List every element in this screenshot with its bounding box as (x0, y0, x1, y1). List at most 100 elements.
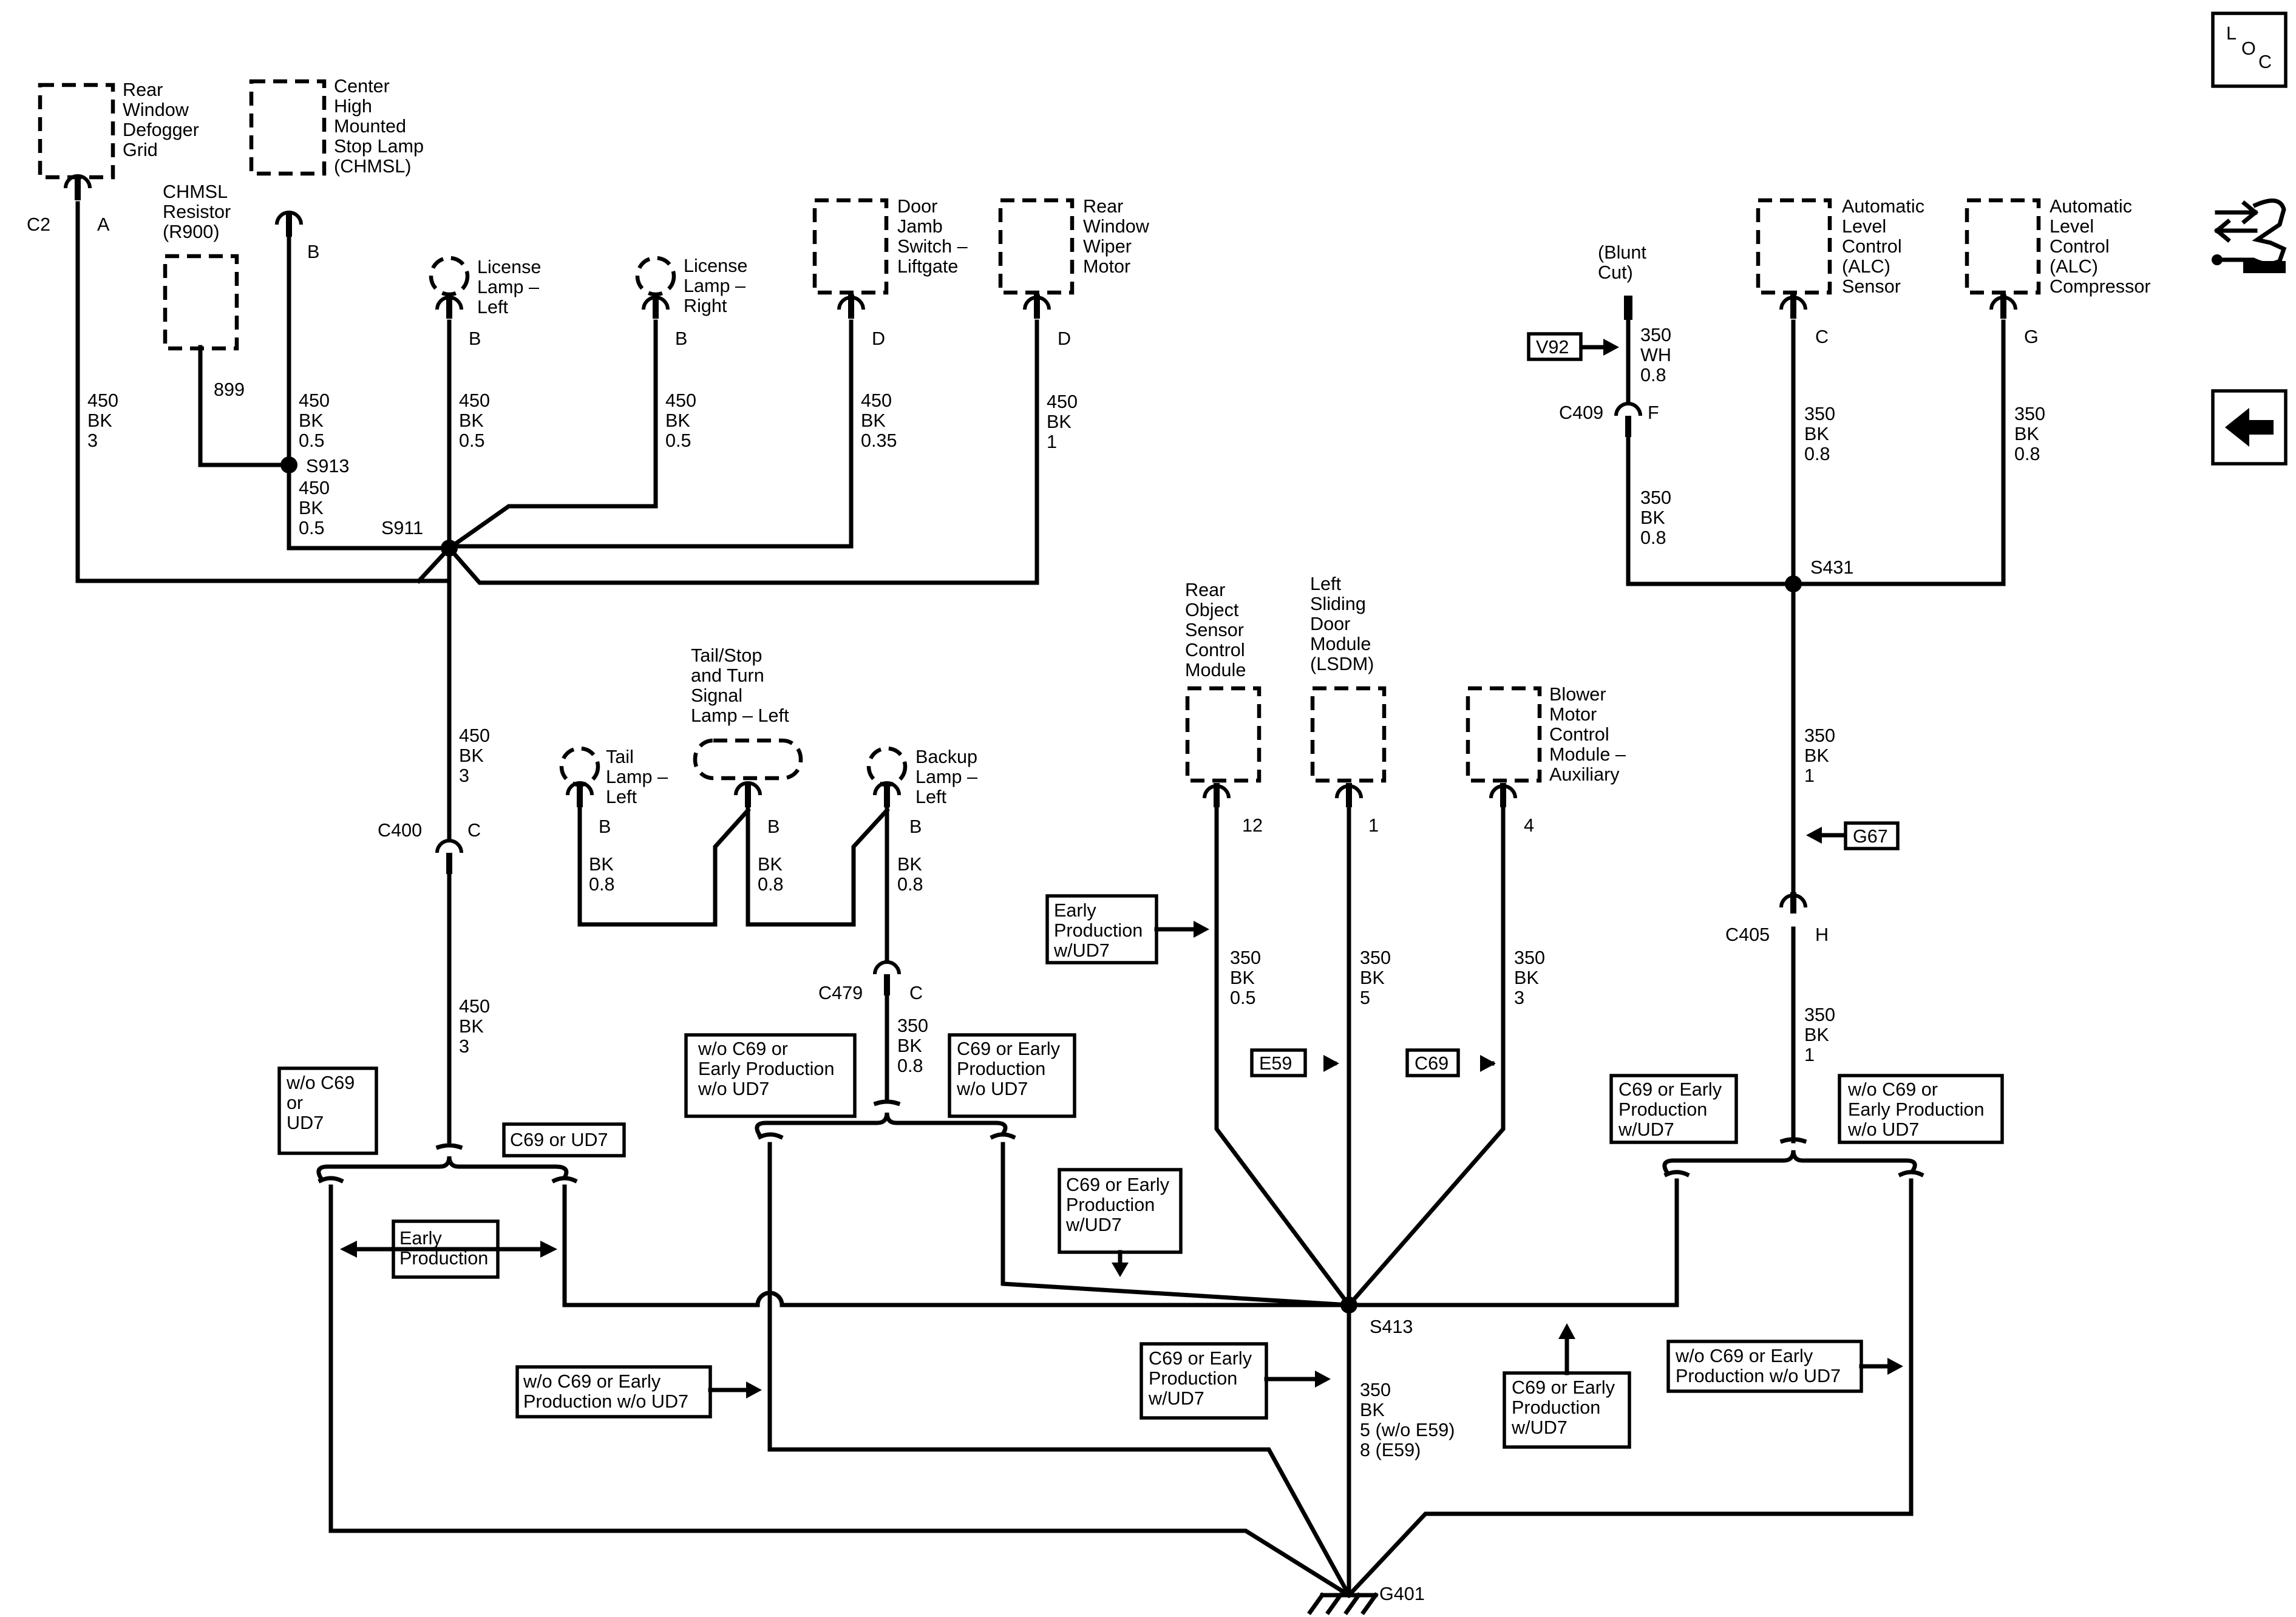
pin-tail-lamp (566, 781, 594, 807)
wire-spec-lsdm: 350 BK 5 (1360, 947, 1396, 1008)
option-bottom-left-wo: w/o C69 or Early Production w/o UD7 (523, 1371, 688, 1412)
option-right-with-box (1609, 1074, 1738, 1144)
pin-label-chmsl: B (307, 242, 319, 262)
option-left-wo: w/o C69 or UD7 (286, 1073, 360, 1133)
wire-right-wo (1346, 1178, 1914, 1598)
bracket-right (1662, 1150, 1917, 1175)
component-chmsl-resistor (163, 254, 239, 351)
label-rear-wiper: Rear Window Wiper Motor (1083, 196, 1154, 277)
component-rear-defogger (38, 83, 115, 180)
wires (75, 201, 2006, 1598)
pin-label-c400: C (467, 820, 481, 841)
pin-chmsl (275, 211, 303, 237)
option-bottom-mid-with-box (1140, 1342, 1268, 1420)
bracket-left (316, 1156, 569, 1181)
pin-wiper (1023, 294, 1051, 319)
pin-label-tail-lamp: B (599, 816, 611, 837)
bracket-mid (755, 1112, 1008, 1137)
pin-defogger (64, 174, 92, 200)
splices (280, 456, 1802, 1314)
pin-label-c405: H (1815, 924, 1829, 945)
ref-g67-box (1844, 821, 1900, 850)
wire-spec-chmsl-resistor: 899 (214, 379, 245, 400)
wire-spec-c405-down: 350 BK 1 (1804, 1005, 1841, 1065)
back-arrow-icon[interactable] (2211, 389, 2288, 466)
component-tail-lamp-left (559, 746, 600, 787)
label-license-left: License Lamp – Left (477, 257, 546, 317)
wire-spec-tail-stop: BK 0.8 (758, 854, 787, 895)
splice-s911-label: S911 (381, 518, 423, 538)
pin-label-wiper: D (1058, 328, 1071, 349)
wire-spec-blunt-bot: 350 BK 0.8 (1640, 487, 1677, 548)
loc-c-glyph: C (2258, 52, 2272, 72)
wire-spec-door-jamb: 450 BK 0.35 (861, 390, 897, 451)
label-rear-defogger: Rear Window Defogger Grid (123, 80, 204, 160)
pin-label-c409: F (1648, 402, 1659, 423)
ref-c69[interactable]: C69 (1415, 1053, 1449, 1074)
pin-label-lic-left: B (469, 328, 481, 349)
wire-tail-lamp (577, 805, 751, 927)
wire-spec-backup: BK 0.8 (897, 854, 927, 895)
ref-v92-box (1527, 332, 1583, 361)
pin-label-lic-right: B (675, 328, 687, 349)
wire-blower (1346, 805, 1506, 1308)
ref-e59[interactable]: E59 (1259, 1053, 1292, 1074)
loc-icon[interactable]: L O C (2211, 12, 2288, 88)
connector-symbols (64, 174, 2017, 995)
inline-c479 (873, 960, 901, 995)
option-box-rects (277, 894, 2004, 1449)
pin-lic-right (642, 294, 670, 319)
ref-v92[interactable]: V92 (1536, 337, 1569, 358)
pin-alc-sensor (1779, 294, 1807, 319)
component-blower (1466, 686, 1542, 783)
connector-c2: C2 (27, 214, 50, 235)
option-ref-boxes (1250, 332, 1900, 1077)
wire-spec-alc-comp: 350 BK 0.8 (2014, 404, 2051, 464)
label-backup-lamp-left: Backup Lamp – Left (915, 747, 983, 807)
wire-left-wo (328, 1184, 1352, 1598)
wire-right-with (1347, 1178, 1679, 1307)
splice-s431-dot (1785, 575, 1802, 592)
wire-mid-with (1000, 1142, 1351, 1307)
component-backup-lamp-left (866, 746, 908, 787)
label-door-jamb: Door Jamb Switch – Liftgate (897, 196, 973, 277)
component-alc-sensor (1756, 198, 1832, 295)
option-bottom-right-with: C69 or Early Production w/UD7 (1511, 1377, 1620, 1438)
option-left-early: Early Production (399, 1228, 488, 1269)
wire-mid-wo (767, 1142, 1352, 1598)
wire-spec-lic-right: 450 BK 0.5 (665, 390, 702, 451)
option-bottom-left-wo-box (515, 1365, 712, 1419)
option-mid-wo-box (684, 1033, 857, 1118)
ground-symbol (1307, 1592, 1379, 1615)
option-right-wo-box (1838, 1074, 2004, 1144)
ref-g67[interactable]: G67 (1853, 826, 1888, 847)
wire-license-right (446, 319, 658, 551)
component-door-jamb (812, 198, 889, 295)
wire-spec-c479-down: 350 BK 0.8 (897, 1015, 934, 1076)
label-alc-sensor: Automatic Level Control (ALC) Sensor (1842, 196, 1930, 297)
component-license-right (635, 256, 676, 297)
label-blower: Blower Motor Control Module – Auxiliary (1549, 684, 1631, 785)
label-tail-stop-turn: Tail/Stop and Turn Signal Lamp – Left (691, 645, 789, 726)
inline-c409 (1614, 402, 1642, 437)
pin-door-jamb (837, 294, 865, 319)
ground-g401-label: G401 (1379, 1584, 1425, 1604)
wire-spec-defogger: 450 BK 3 (87, 390, 124, 451)
wire-spec-blunt-top: 350 WH 0.8 (1640, 325, 1677, 385)
connector-c405: C405 (1725, 924, 1770, 945)
wire-spec-s431-down: 350 BK 1 (1804, 725, 1841, 786)
pin-label-alc-comp: G (2024, 327, 2039, 347)
wire-blunt-bot (1626, 319, 2006, 586)
arrows (340, 339, 1903, 1398)
option-early-ud7: Early Production w/UD7 (1053, 900, 1148, 961)
connector-end-view-icon[interactable] (2212, 198, 2287, 273)
arrow-early-right (540, 1241, 557, 1258)
label-chmsl-resistor: CHMSL Resistor (R900) (163, 181, 236, 242)
wire-spec-c400-down: 450 BK 3 (459, 996, 495, 1057)
option-brackets (316, 1099, 1924, 1184)
splice-s913-label: S913 (306, 456, 349, 476)
wire-spec-alc-sensor: 350 BK 0.8 (1804, 404, 1841, 464)
connector-c479: C479 (818, 983, 863, 1003)
option-mid-with: C69 or Early Production w/o UD7 (956, 1039, 1065, 1099)
wire-spec-chmsl-bot: 450 BK 0.5 (299, 478, 335, 538)
